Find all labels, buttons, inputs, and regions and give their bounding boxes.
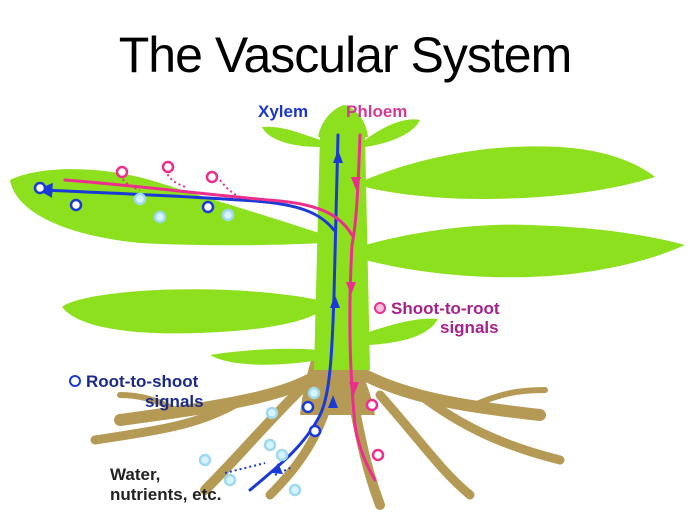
leaf-mid-right (365, 224, 685, 278)
phloem-arrowheads (346, 177, 361, 395)
vascular-system-diagram: Xylem Phloem Shoot-to-root signals Root-… (10, 102, 685, 510)
xylem-arrowheads (272, 150, 343, 474)
plant-shoot (10, 105, 685, 370)
root-to-shoot-label: Root-to-shoot (86, 372, 199, 391)
leaf-top-right-small (365, 119, 420, 147)
phloem-label: Phloem (346, 102, 407, 121)
leaf-upper-right (365, 146, 655, 199)
leaf-lower-right (366, 318, 438, 345)
root-crown (300, 357, 375, 415)
leaf-lower-left (62, 289, 318, 334)
water-label: Water, (110, 465, 160, 484)
leaf-upper-left (10, 169, 325, 246)
xylem-label: Xylem (258, 102, 308, 121)
leaf-left-bottom (210, 348, 318, 365)
shoot-to-root-legend-dot (374, 302, 386, 314)
root-to-shoot-legend-dot (69, 375, 81, 387)
phloem-flow (63, 133, 377, 482)
water-label-2: nutrients, etc. (110, 485, 221, 504)
stem-top-bud (318, 105, 368, 137)
xylem-flow (37, 133, 340, 492)
leaf-top-left-small (262, 126, 320, 147)
signal-traces (119, 169, 293, 476)
signal-dots (33, 160, 385, 497)
slide-title: The Vascular System (118, 27, 572, 83)
shoot-to-root-label: Shoot-to-root (391, 299, 500, 318)
stem (314, 135, 370, 370)
root-to-shoot-label-2: signals (145, 392, 204, 411)
shoot-to-root-label-2: signals (440, 318, 499, 337)
